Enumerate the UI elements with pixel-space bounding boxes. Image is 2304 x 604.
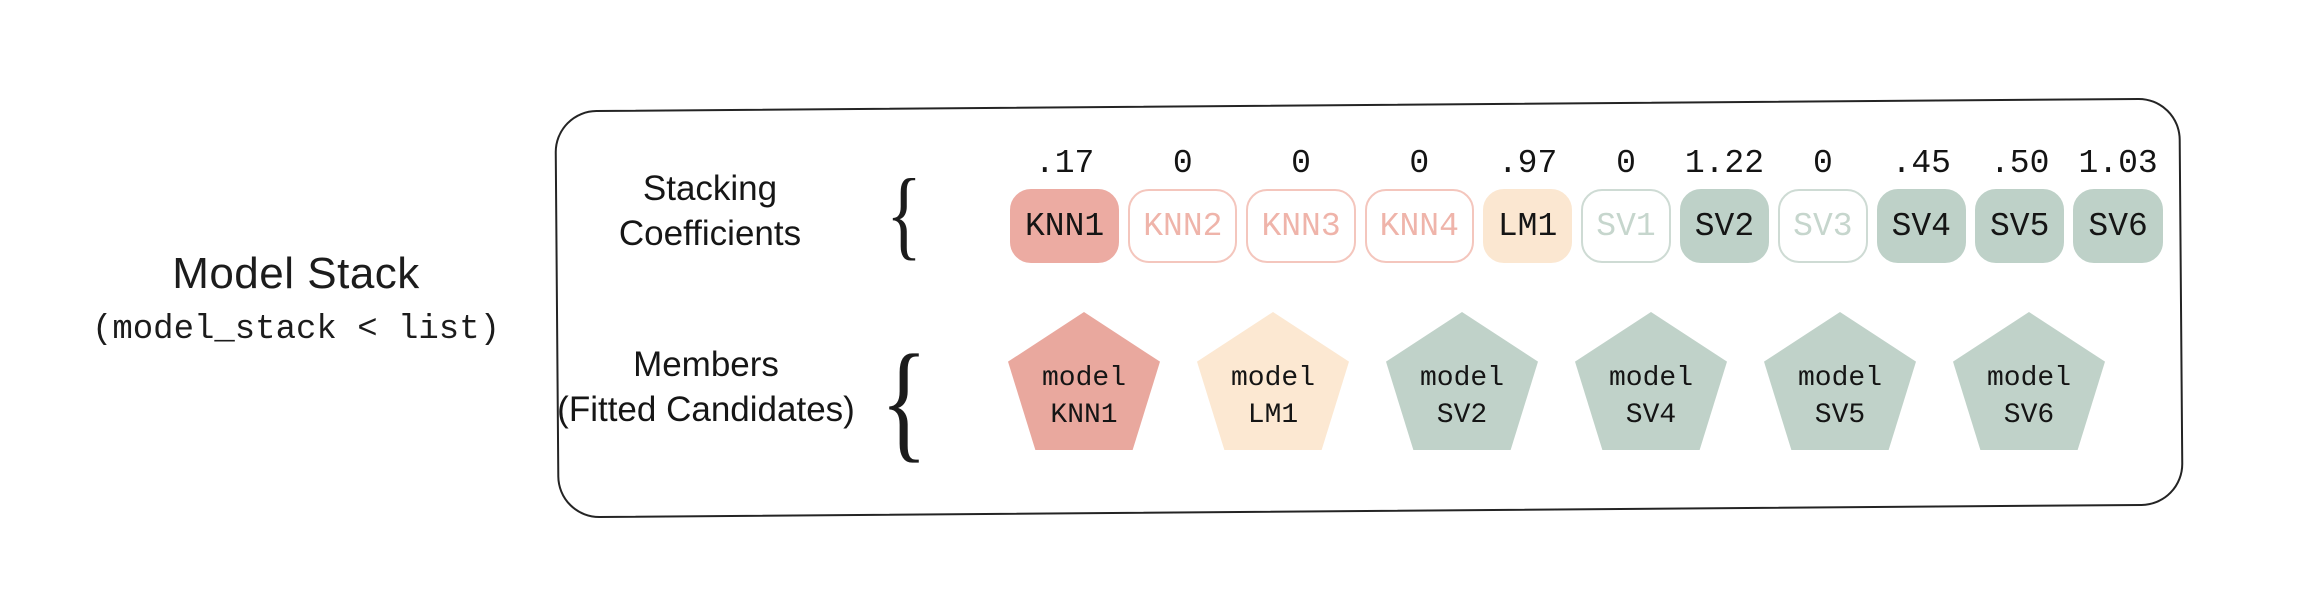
stacking-coefficients-label: Stacking Coefficients: [580, 166, 840, 256]
coefficients-row: .17 KNN1 0 KNN2 0 KNN3 0 KNN4 .97 LM1 0 …: [1010, 144, 2163, 263]
member-line1: model: [1608, 363, 1693, 394]
member-line1: model: [1797, 363, 1882, 394]
candidate-box-sv6: SV6: [2073, 189, 2163, 263]
member-line2: KNN1: [1050, 400, 1118, 431]
candidate-box-sv5: SV5: [1974, 189, 2065, 263]
coefficient-cell: .17 KNN1: [1010, 144, 1120, 263]
member-line2: SV4: [1625, 400, 1677, 431]
member-pentagon-sv2: model SV2: [1386, 312, 1538, 450]
coefficient-value: 1.22: [1684, 145, 1765, 182]
diagram-title: Model Stack: [172, 249, 420, 298]
member-line1: model: [1419, 363, 1504, 394]
candidate-box-knn4: KNN4: [1364, 189, 1474, 263]
candidate-box-knn3: KNN3: [1246, 189, 1356, 263]
coefficient-cell: 1.22 SV2: [1679, 144, 1770, 263]
coefficient-value: .50: [1989, 145, 2050, 182]
candidate-box-lm1: LM1: [1482, 189, 1573, 263]
member-line2: SV6: [2003, 400, 2055, 431]
member-line1: model: [1986, 363, 2071, 394]
members-label: Members (Fitted Candidates): [548, 342, 864, 432]
member-line2: SV5: [1814, 400, 1866, 431]
member-line2: LM1: [1247, 400, 1299, 431]
candidate-box-sv2: SV2: [1679, 189, 1770, 263]
members-row: model KNN1 model LM1 model SV2 model SV4…: [1008, 312, 2105, 450]
coefficient-value: 0: [1812, 145, 1833, 182]
diagram-subtitle-code: (model_stack < list): [91, 311, 501, 349]
coefficient-cell: .97 LM1: [1482, 144, 1573, 263]
coefficient-value: .17: [1034, 145, 1095, 182]
coefficient-cell: 0 KNN4: [1364, 144, 1474, 263]
coefficient-value: .97: [1497, 145, 1558, 182]
coefficient-value: .45: [1891, 145, 1951, 182]
member-pentagon-sv5: model SV5: [1764, 312, 1916, 450]
member-pentagon-sv4: model SV4: [1575, 312, 1727, 450]
member-pentagon-knn1: model KNN1: [1008, 312, 1160, 450]
coefficient-cell: .50 SV5: [1974, 144, 2065, 263]
stacking-coefficients-label-line2: Coefficients: [618, 214, 802, 253]
member-line2: SV2: [1436, 400, 1488, 431]
member-line1: model: [1230, 363, 1315, 394]
candidate-box-sv3: SV3: [1778, 189, 1868, 263]
member-pentagon-lm1: model LM1: [1197, 312, 1349, 450]
coefficient-cell: 0 SV1: [1581, 144, 1671, 263]
members-label-line1: Members: [633, 345, 779, 384]
title-block: Model Stack (model_stack < list): [40, 248, 552, 350]
coefficient-value: 0: [1172, 145, 1193, 182]
candidate-box-knn2: KNN2: [1128, 189, 1238, 263]
coefficient-cell: 0 SV3: [1778, 144, 1868, 263]
coefficient-value: 1.03: [2078, 145, 2158, 182]
coefficient-cell: 0 KNN2: [1128, 144, 1238, 263]
stacking-coefficients-label-line1: Stacking: [642, 169, 778, 208]
coefficient-value: 0: [1409, 145, 1430, 182]
coefficient-value: 0: [1291, 145, 1311, 182]
coefficients-brace: {: [886, 157, 922, 269]
candidate-box-sv4: SV4: [1876, 189, 1966, 263]
member-pentagon-sv6: model SV6: [1953, 312, 2105, 450]
member-line1: model: [1041, 363, 1126, 394]
members-brace: {: [880, 326, 928, 474]
candidate-box-knn1: KNN1: [1010, 189, 1120, 263]
coefficient-cell: 0 KNN3: [1246, 144, 1356, 263]
coefficient-cell: .45 SV4: [1876, 144, 1966, 263]
coefficient-value: 0: [1616, 145, 1636, 182]
coefficient-cell: 1.03 SV6: [2073, 144, 2163, 263]
candidate-box-sv1: SV1: [1581, 189, 1671, 263]
members-label-line2: (Fitted Candidates): [557, 390, 855, 429]
